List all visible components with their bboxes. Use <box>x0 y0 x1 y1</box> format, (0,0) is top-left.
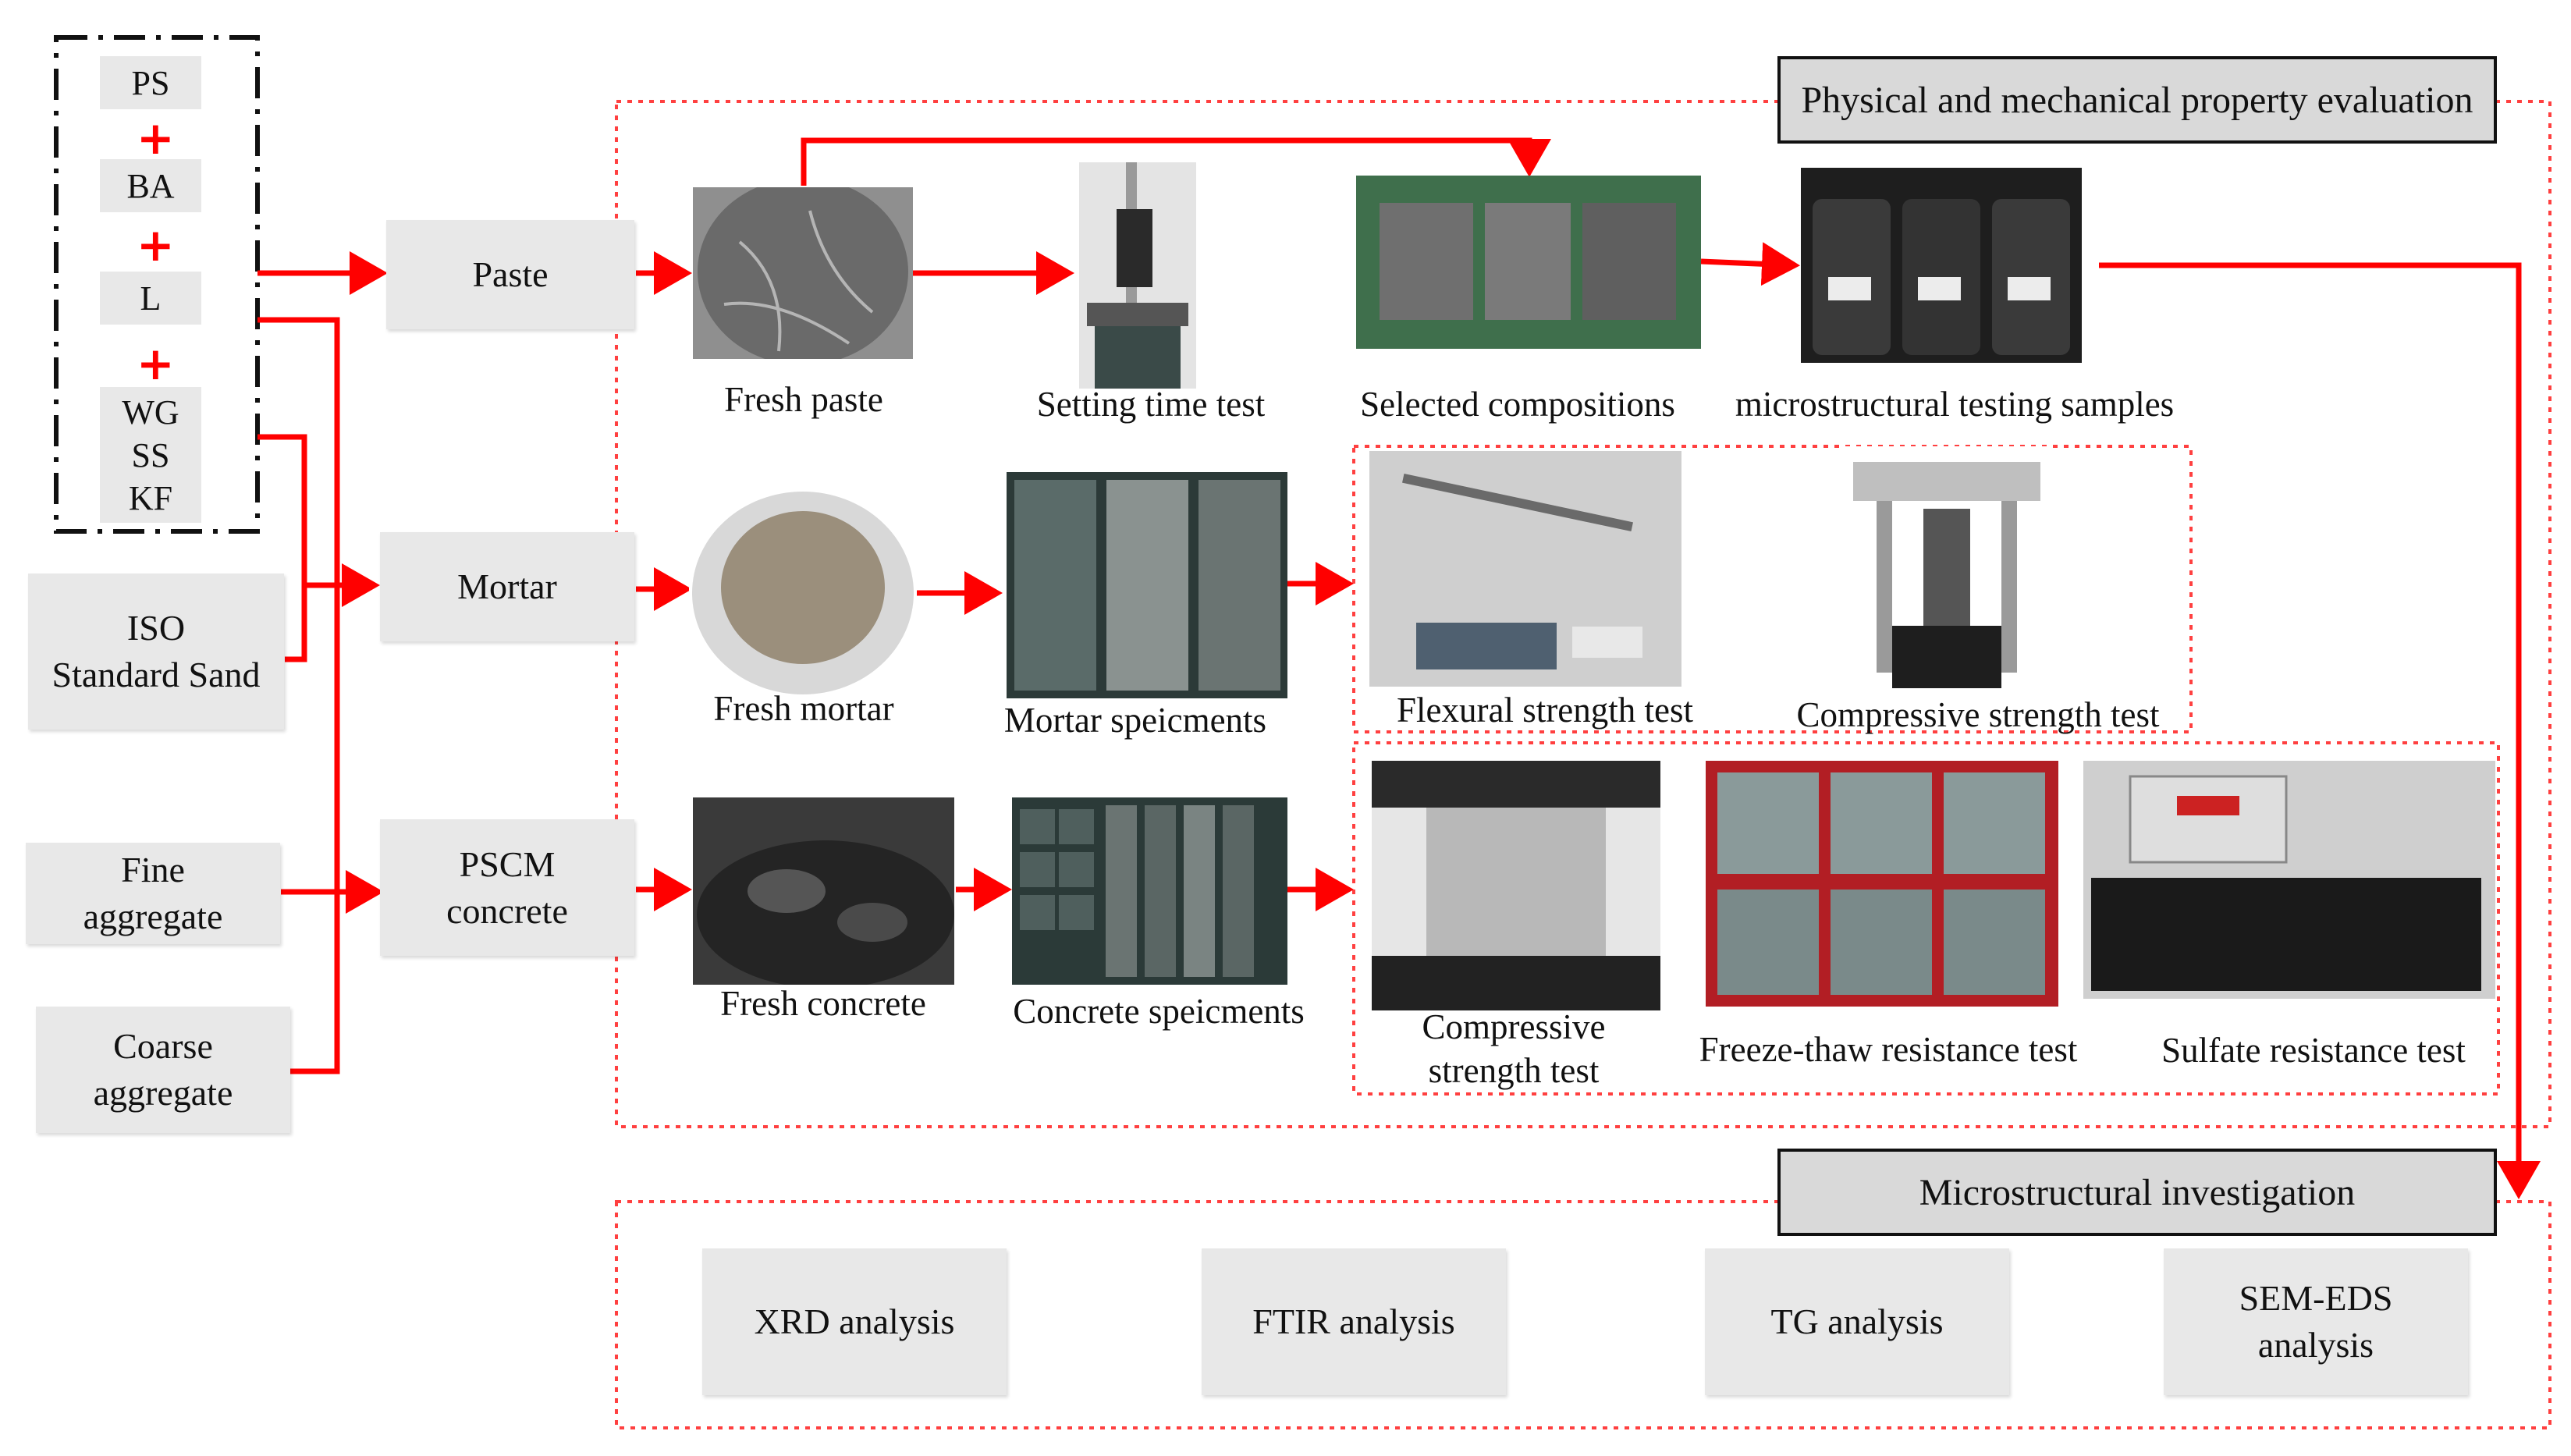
sem-eds-analysis-box: SEM-EDS analysis <box>2164 1248 2468 1395</box>
caption-flexural: Flexural strength test <box>1397 691 1693 730</box>
arrow-selected-micro <box>1700 242 1800 286</box>
material-ps: PS <box>100 56 201 109</box>
material-wg: WG <box>122 392 179 431</box>
fresh-paste-photo <box>693 187 913 359</box>
coarse-aggregate-box: Coarse aggregate <box>36 1007 290 1133</box>
micro-samples-photo <box>1801 168 2082 363</box>
flexural-drawing <box>1369 451 1681 687</box>
mortar-specimens-photo <box>1007 472 1287 698</box>
xrd-analysis-box: XRD analysis <box>702 1248 1007 1395</box>
physical-section-frame <box>615 100 2551 1128</box>
compressive-concrete-drawing <box>1372 761 1660 1010</box>
caption-compressive-concrete: Compressive strength test <box>1422 1007 1606 1091</box>
material-l: L <box>100 272 201 325</box>
fresh-mortar-drawing <box>689 490 917 697</box>
iso-standard-sand-box: ISO Standard Sand <box>28 574 284 730</box>
line-iso-sand <box>285 585 307 662</box>
material-kf: KF <box>128 478 173 517</box>
caption-compressive-mortar: Compressive strength test <box>1796 695 2160 734</box>
line-materials-trunk <box>257 317 340 1074</box>
micro-section-frame <box>615 1200 2551 1429</box>
mortar-tests-frame <box>1352 445 2193 733</box>
mortar-specimens-drawing <box>1007 472 1287 698</box>
material-ba: BA <box>100 159 201 212</box>
caption-setting-time: Setting time test <box>1036 385 1266 424</box>
sulfate-photo <box>2083 761 2495 999</box>
setting-time-photo <box>1079 162 1196 389</box>
plus-icon: + <box>137 218 175 272</box>
fresh-concrete-drawing <box>693 797 954 985</box>
physical-header: Physical and mechanical property evaluat… <box>1777 56 2497 144</box>
fine-aggregate-box: Fine aggregate <box>26 843 280 944</box>
arrow-micro-down <box>2099 262 2541 1199</box>
freeze-thaw-drawing <box>1706 761 2058 1007</box>
selected-compositions-drawing <box>1356 176 1701 349</box>
materials-frame <box>54 35 260 534</box>
flexural-photo <box>1369 451 1681 687</box>
caption-fresh-concrete: Fresh concrete <box>720 984 926 1023</box>
setting-time-drawing <box>1079 162 1196 389</box>
micro-header: Microstructural investigation <box>1777 1149 2497 1236</box>
material-ss: SS <box>131 435 170 474</box>
compressive-mortar-drawing <box>1845 446 2050 696</box>
compressive-concrete-photo <box>1372 761 1660 1010</box>
concrete-tests-frame <box>1352 741 2500 1096</box>
mortar-box: Mortar <box>380 532 634 641</box>
caption-fresh-mortar: Fresh mortar <box>713 689 894 728</box>
fresh-paste-drawing <box>693 187 913 359</box>
compressive-mortar-photo <box>1845 446 2050 696</box>
selected-compositions-photo <box>1356 176 1701 349</box>
plus-icon: + <box>137 337 175 390</box>
fresh-concrete-photo <box>693 797 954 985</box>
caption-micro-samples: microstructural testing samples <box>1735 385 2175 424</box>
concrete-specimens-photo <box>1012 797 1287 985</box>
caption-concrete-specimens: Concrete speicments <box>1013 992 1305 1031</box>
caption-fresh-paste: Fresh paste <box>724 380 883 419</box>
concrete-specimens-drawing <box>1012 797 1287 985</box>
concrete-box: PSCM concrete <box>380 819 634 956</box>
caption-mortar-specimens: Mortar speicments <box>1003 701 1267 740</box>
caption-freeze-thaw: Freeze-thaw resistance test <box>1699 1030 2078 1069</box>
arrow-fresh-selected <box>801 137 1551 186</box>
sulfate-drawing <box>2083 761 2495 999</box>
ftir-analysis-box: FTIR analysis <box>1202 1248 1506 1395</box>
micro-samples-drawing <box>1801 168 2082 363</box>
caption-selected-compositions: Selected compositions <box>1360 385 1675 424</box>
tg-analysis-box: TG analysis <box>1705 1248 2009 1395</box>
caption-sulfate: Sulfate resistance test <box>2161 1031 2466 1070</box>
material-group-wg-ss-kf: WG SS KF <box>100 387 201 523</box>
paste-box: Paste <box>386 220 634 329</box>
fresh-mortar-photo <box>689 490 917 697</box>
line-wg-mortar <box>257 434 380 607</box>
plus-icon: + <box>137 112 175 165</box>
freeze-thaw-photo <box>1706 761 2058 1007</box>
